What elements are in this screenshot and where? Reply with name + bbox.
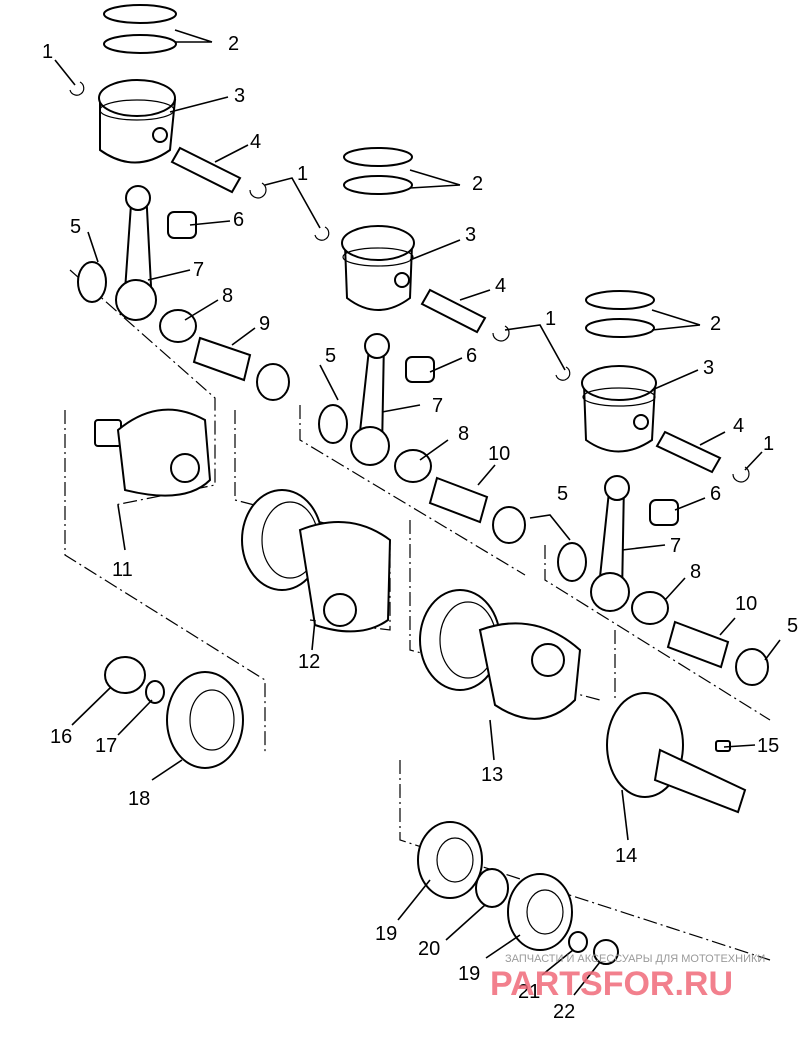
callout-6: 6 (233, 209, 244, 231)
leader-lines (54, 29, 781, 996)
callout-6: 6 (466, 345, 477, 367)
watermark-logo: PARTSFOR.RU (490, 965, 733, 1003)
callout-9: 9 (259, 313, 270, 335)
callout-13: 13 (481, 764, 503, 786)
callout-18: 18 (128, 788, 150, 810)
callout-7: 7 (670, 535, 681, 557)
callout-22: 22 (553, 1001, 575, 1023)
callout-14: 14 (615, 845, 637, 867)
callout-3: 3 (703, 357, 714, 379)
callout-4: 4 (495, 275, 506, 297)
callout-1: 1 (763, 433, 774, 455)
callout-10: 10 (488, 443, 510, 465)
callout-1: 1 (297, 163, 308, 185)
callout-6: 6 (710, 483, 721, 505)
callout-8: 8 (222, 285, 233, 307)
callout-5: 5 (70, 216, 81, 238)
bearings (104, 656, 619, 965)
callout-7: 7 (432, 395, 443, 417)
callout-4: 4 (733, 415, 744, 437)
callout-labels: 1 2 3 4 5 6 7 8 9 1 2 3 4 5 6 7 8 10 1 2… (42, 33, 798, 1023)
cylinder-2-parts (314, 147, 526, 544)
callout-1: 1 (545, 308, 556, 330)
callout-19: 19 (458, 963, 480, 985)
callout-8: 8 (458, 423, 469, 445)
callout-10: 10 (735, 593, 757, 615)
cylinder-1-parts (69, 4, 290, 401)
callout-2: 2 (472, 173, 483, 195)
callout-2: 2 (710, 313, 721, 335)
crankshaft-sections (94, 408, 747, 814)
callout-2: 2 (228, 33, 239, 55)
callout-8: 8 (690, 561, 701, 583)
callout-11: 11 (112, 559, 133, 581)
cylinder-3-parts (555, 290, 769, 686)
callout-19: 19 (375, 923, 397, 945)
callout-5: 5 (557, 483, 568, 505)
callout-20: 20 (418, 938, 440, 960)
watermark: ЗАПЧАСТИ И АКСЕССУАРЫ ДЛЯ МОТОТЕХНИКИ PA… (490, 953, 765, 1003)
watermark-caption: ЗАПЧАСТИ И АКСЕССУАРЫ ДЛЯ МОТОТЕХНИКИ (505, 953, 765, 965)
callout-1: 1 (42, 41, 53, 63)
callout-17: 17 (95, 735, 117, 757)
callout-16: 16 (50, 726, 72, 748)
callout-12: 12 (298, 651, 320, 673)
callout-7: 7 (193, 259, 204, 281)
callout-5: 5 (787, 615, 798, 637)
callout-4: 4 (250, 131, 261, 153)
callout-15: 15 (757, 735, 779, 757)
callout-3: 3 (234, 85, 245, 107)
callout-5: 5 (325, 345, 336, 367)
callout-21: 21 (518, 981, 540, 1003)
callout-3: 3 (465, 224, 476, 246)
